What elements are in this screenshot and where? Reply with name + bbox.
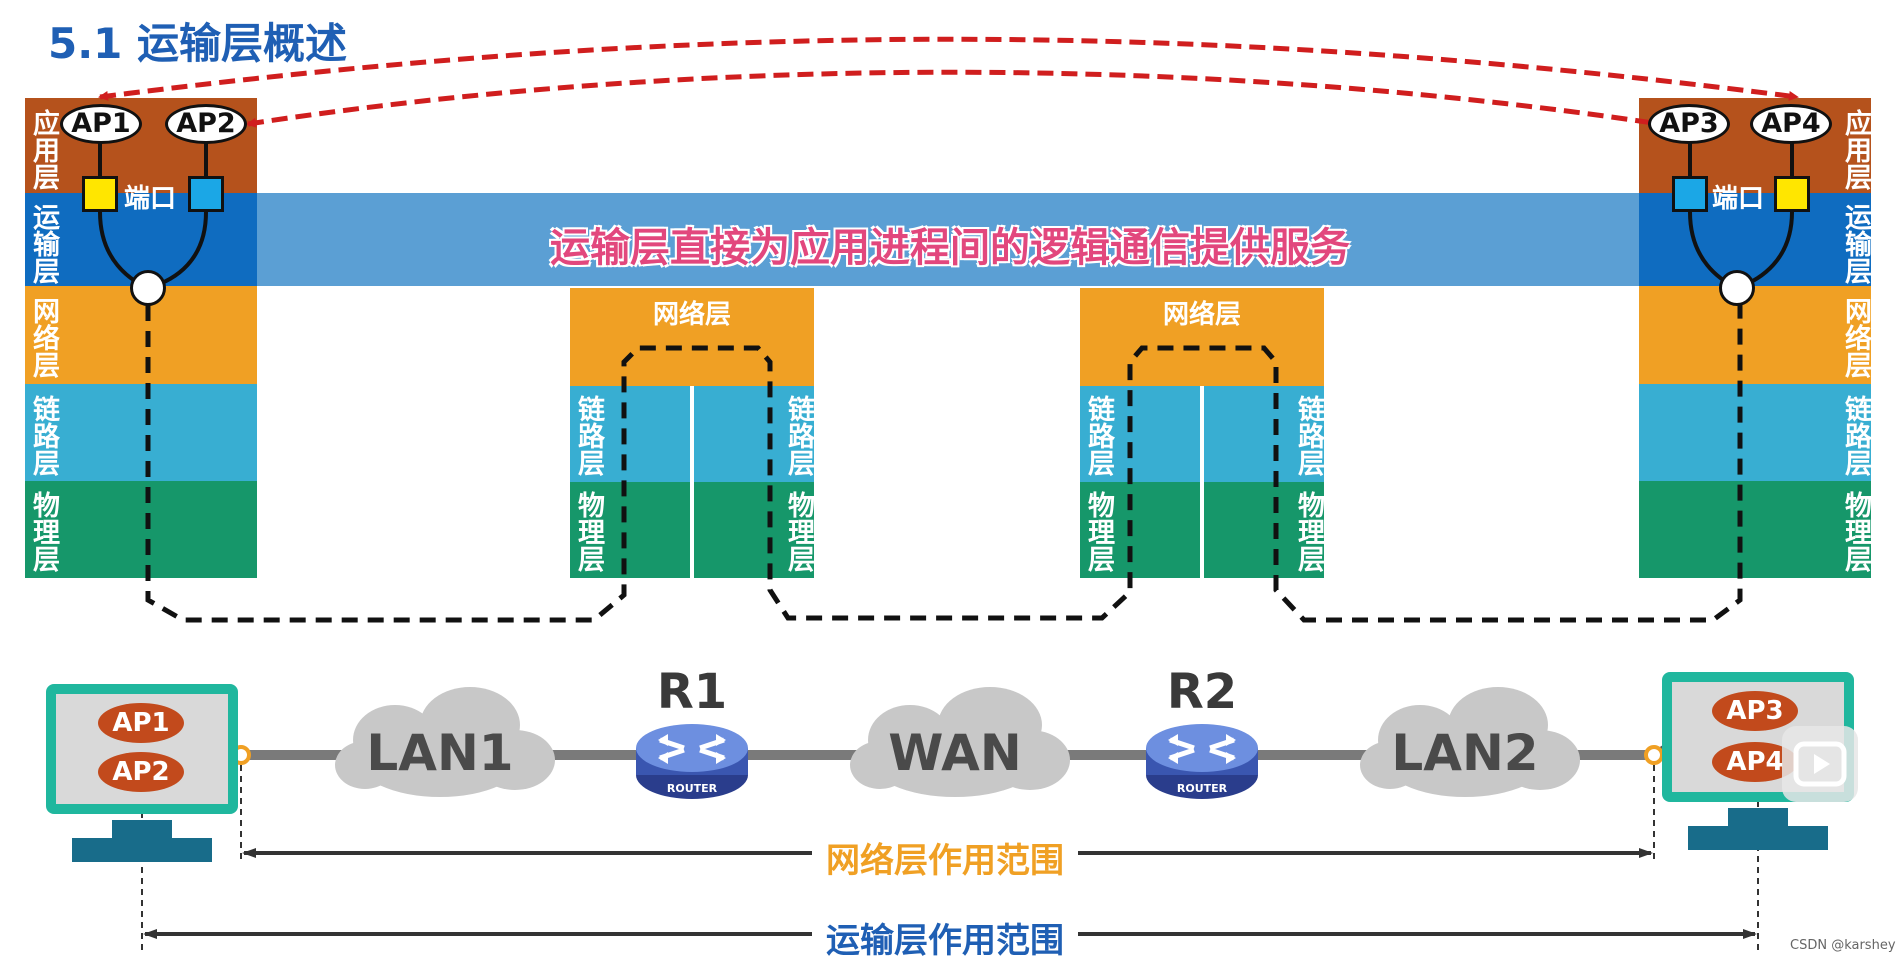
right-physical-layer bbox=[1639, 481, 1871, 578]
router-r2-label: R2 bbox=[1166, 664, 1238, 720]
router1-stack: 网络层 链路层 物理层 链路层 物理层 bbox=[570, 288, 814, 578]
router2-link-layer-right bbox=[1204, 386, 1324, 482]
transport-scope-label: 运输层作用范围 bbox=[812, 913, 1078, 962]
lan2-label: LAN2 bbox=[1391, 724, 1539, 782]
right-bottom-ap3: AP3 bbox=[1712, 691, 1798, 731]
router1-link-label-left: 链路层 bbox=[573, 394, 604, 476]
left-transport-mux bbox=[130, 270, 166, 306]
left-bottom-ap2: AP2 bbox=[98, 752, 184, 792]
play-button[interactable] bbox=[1782, 726, 1858, 802]
left-process-ap1: AP1 bbox=[60, 104, 142, 144]
left-bottom-ap1: AP1 bbox=[98, 703, 184, 743]
router1-network-layer bbox=[570, 288, 814, 386]
router2-physical-layer-right bbox=[1204, 482, 1324, 578]
router2-stack: 网络层 链路层 物理层 链路层 物理层 bbox=[1080, 288, 1324, 578]
router-r1-icon bbox=[636, 724, 748, 799]
data-path bbox=[145, 305, 1743, 623]
slide-title: 5.1 运输层概述 bbox=[48, 19, 348, 68]
network-scope-label: 网络层作用范围 bbox=[812, 833, 1078, 882]
router-r1-label: R1 bbox=[656, 664, 728, 720]
router1-physical-layer-right bbox=[694, 482, 814, 578]
lan1-cloud bbox=[335, 687, 555, 797]
right-port-label: 端口 bbox=[1712, 184, 1765, 214]
left-port-label: 端口 bbox=[124, 184, 177, 214]
router-r2-icon bbox=[1146, 724, 1258, 799]
left-process-ap2: AP2 bbox=[165, 104, 247, 144]
lan2-cloud bbox=[1360, 687, 1580, 797]
router2-network-label: 网络层 bbox=[1162, 300, 1241, 330]
right-network-label: 网络层 bbox=[1840, 296, 1871, 378]
logical-link-ap2-ap3 bbox=[246, 69, 1662, 128]
right-transport-mux bbox=[1719, 270, 1755, 306]
router2-network-layer bbox=[1080, 288, 1324, 386]
left-transport-label: 运输层 bbox=[28, 202, 59, 284]
left-physical-layer bbox=[25, 481, 257, 578]
router2-link-layer-left bbox=[1080, 386, 1200, 482]
router1-link-layer-right bbox=[694, 386, 814, 482]
lan1-label: LAN1 bbox=[366, 724, 514, 782]
right-process-ap4: AP4 bbox=[1750, 104, 1832, 144]
left-computer-base bbox=[72, 838, 212, 862]
router1-network-label: 网络层 bbox=[652, 300, 731, 330]
right-application-label: 应用层 bbox=[1840, 108, 1871, 190]
left-port-ap2 bbox=[188, 176, 224, 212]
transport-service-text: 运输层直接为应用进程间的逻辑通信提供服务 bbox=[550, 225, 1350, 271]
left-link-layer bbox=[25, 384, 257, 481]
router2-link-label-right: 链路层 bbox=[1293, 394, 1324, 476]
play-icon bbox=[1793, 741, 1847, 787]
logical-link-ap1-ap4 bbox=[98, 36, 1799, 101]
right-link-label: 链路层 bbox=[1840, 394, 1871, 476]
router1-link-layer-left bbox=[570, 386, 690, 482]
router1-physical-label-left: 物理层 bbox=[573, 490, 604, 572]
router-r2-caption: ROUTER bbox=[1176, 782, 1228, 795]
router2-link-label-left: 链路层 bbox=[1083, 394, 1114, 476]
router1-link-label-right: 链路层 bbox=[783, 394, 814, 476]
wan-cloud bbox=[850, 687, 1070, 797]
left-link-label: 链路层 bbox=[28, 394, 59, 476]
right-host-stack: 应用层 运输层 网络层 链路层 物理层 bbox=[1639, 98, 1871, 578]
right-transport-label: 运输层 bbox=[1840, 202, 1871, 284]
router2-physical-layer-left bbox=[1080, 482, 1200, 578]
watermark: CSDN @karshey bbox=[1790, 938, 1896, 953]
left-application-label: 应用层 bbox=[28, 108, 59, 190]
right-computer-base bbox=[1688, 826, 1828, 850]
router2-physical-label-right: 物理层 bbox=[1293, 490, 1324, 572]
router1-physical-layer-left bbox=[570, 482, 690, 578]
left-computer-stand bbox=[112, 820, 172, 840]
right-process-ap3: AP3 bbox=[1648, 104, 1730, 144]
right-network-layer bbox=[1639, 286, 1871, 384]
right-physical-label: 物理层 bbox=[1840, 490, 1871, 572]
right-network-port bbox=[1644, 745, 1664, 765]
left-port-ap1 bbox=[82, 176, 118, 212]
right-port-ap3 bbox=[1672, 176, 1708, 212]
right-port-ap4 bbox=[1774, 176, 1810, 212]
router-r1-caption: ROUTER bbox=[666, 782, 718, 795]
right-computer-stand bbox=[1728, 808, 1788, 828]
transport-band bbox=[255, 193, 1639, 286]
right-link-layer bbox=[1639, 384, 1871, 481]
left-physical-label: 物理层 bbox=[28, 490, 59, 572]
left-network-label: 网络层 bbox=[28, 296, 59, 378]
router2-physical-label-left: 物理层 bbox=[1083, 490, 1114, 572]
router1-physical-label-right: 物理层 bbox=[783, 490, 814, 572]
wan-label: WAN bbox=[888, 724, 1022, 782]
